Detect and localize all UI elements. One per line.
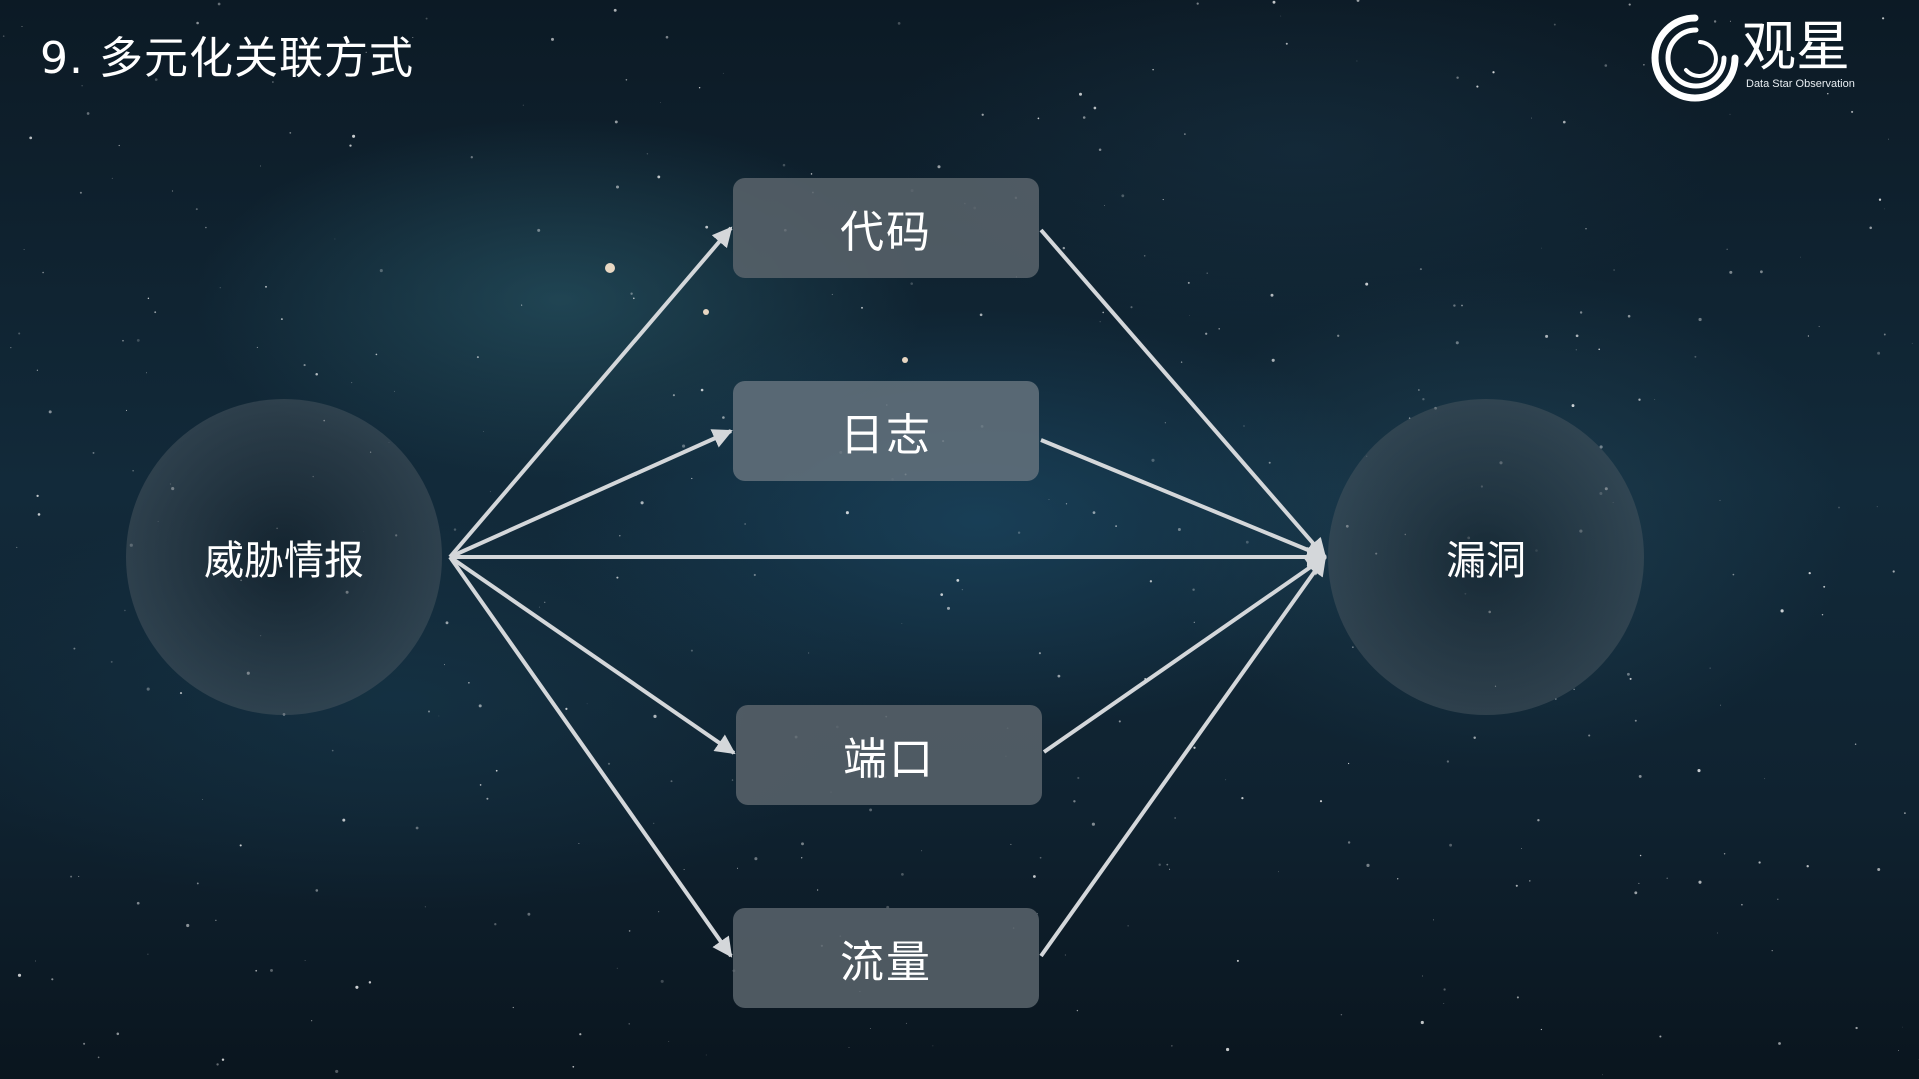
- node-code: 代码: [733, 178, 1039, 278]
- arrow-threat-to-code: [448, 226, 733, 559]
- node-port: 端口: [736, 705, 1042, 805]
- logo: 观星 Data Star Observation: [1650, 12, 1880, 104]
- logo-subtitle: Data Star Observation: [1746, 78, 1855, 90]
- arrow-traffic-to-vuln: [1039, 555, 1327, 958]
- node-log: 日志: [733, 381, 1039, 481]
- arrow-threat-to-port: [448, 555, 736, 755]
- arrow-port-to-vuln: [1042, 555, 1327, 754]
- arrow-code-to-vuln: [1039, 228, 1327, 559]
- node-traffic: 流量: [733, 908, 1039, 1008]
- arrow-threat-to-log: [449, 429, 733, 559]
- node-threat-intel: 威胁情报: [126, 399, 442, 715]
- slide-title: 9. 多元化关联方式: [40, 33, 414, 84]
- arrow-log-to-vuln: [1040, 438, 1327, 560]
- spiral-icon: [1651, 14, 1739, 102]
- node-vulnerability: 漏洞: [1328, 399, 1644, 715]
- arrow-threat-to-traffic: [448, 555, 733, 958]
- logo-name: 观星: [1742, 15, 1850, 78]
